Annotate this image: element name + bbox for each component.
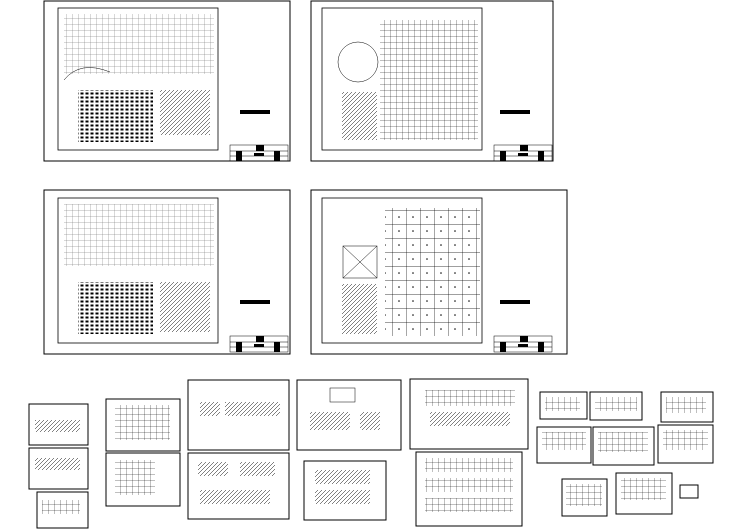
detail-sheet[interactable] — [409, 378, 529, 450]
drawing-title — [240, 300, 270, 304]
drawing-title — [500, 300, 530, 304]
detail-sheet[interactable] — [187, 452, 290, 520]
drawing-title — [240, 110, 270, 114]
auditorium-seating — [78, 282, 153, 334]
ceiling-grid — [380, 20, 478, 140]
auditorium-seating — [78, 90, 153, 142]
detail-sheet[interactable] — [187, 379, 290, 451]
desk-area — [160, 282, 210, 332]
detail-sheet[interactable] — [589, 391, 643, 421]
round-ceiling-feature — [337, 41, 379, 83]
detail-sheet[interactable] — [660, 391, 714, 423]
detail-sheet[interactable] — [539, 391, 588, 420]
ceiling-plan-sheet-1[interactable] — [310, 0, 554, 162]
auditorium-ceiling — [342, 284, 377, 334]
detail-sheet[interactable] — [592, 426, 655, 466]
floor-rooms-area — [64, 14, 214, 74]
drawing-title — [500, 110, 530, 114]
detail-sheet[interactable] — [105, 452, 181, 507]
detail-sheet[interactable] — [28, 447, 89, 490]
detail-sheet[interactable] — [536, 426, 592, 464]
detail-sheet[interactable] — [657, 424, 714, 464]
detail-sheets — [28, 378, 714, 529]
ceiling-grid — [385, 208, 480, 336]
floor-plan-sheet-2[interactable] — [43, 189, 291, 355]
detail-sheet[interactable] — [105, 398, 181, 452]
floor-plan-sheet-1[interactable] — [43, 0, 291, 162]
auditorium-ceiling — [342, 92, 377, 140]
detail-sheet[interactable] — [36, 491, 89, 529]
star-ceiling-feature — [342, 245, 378, 279]
curved-wall — [63, 67, 111, 81]
detail-sheet[interactable] — [415, 451, 523, 527]
desk-area — [160, 90, 210, 135]
detail-sheet[interactable] — [561, 478, 608, 517]
ceiling-plan-sheet-2[interactable] — [310, 189, 568, 355]
floor-rooms-area — [64, 204, 214, 266]
detail-sheet[interactable] — [679, 484, 699, 499]
detail-sheet[interactable] — [28, 403, 89, 446]
detail-sheet[interactable] — [303, 460, 387, 521]
detail-sheet[interactable] — [296, 379, 402, 451]
detail-sheet[interactable] — [615, 472, 673, 515]
